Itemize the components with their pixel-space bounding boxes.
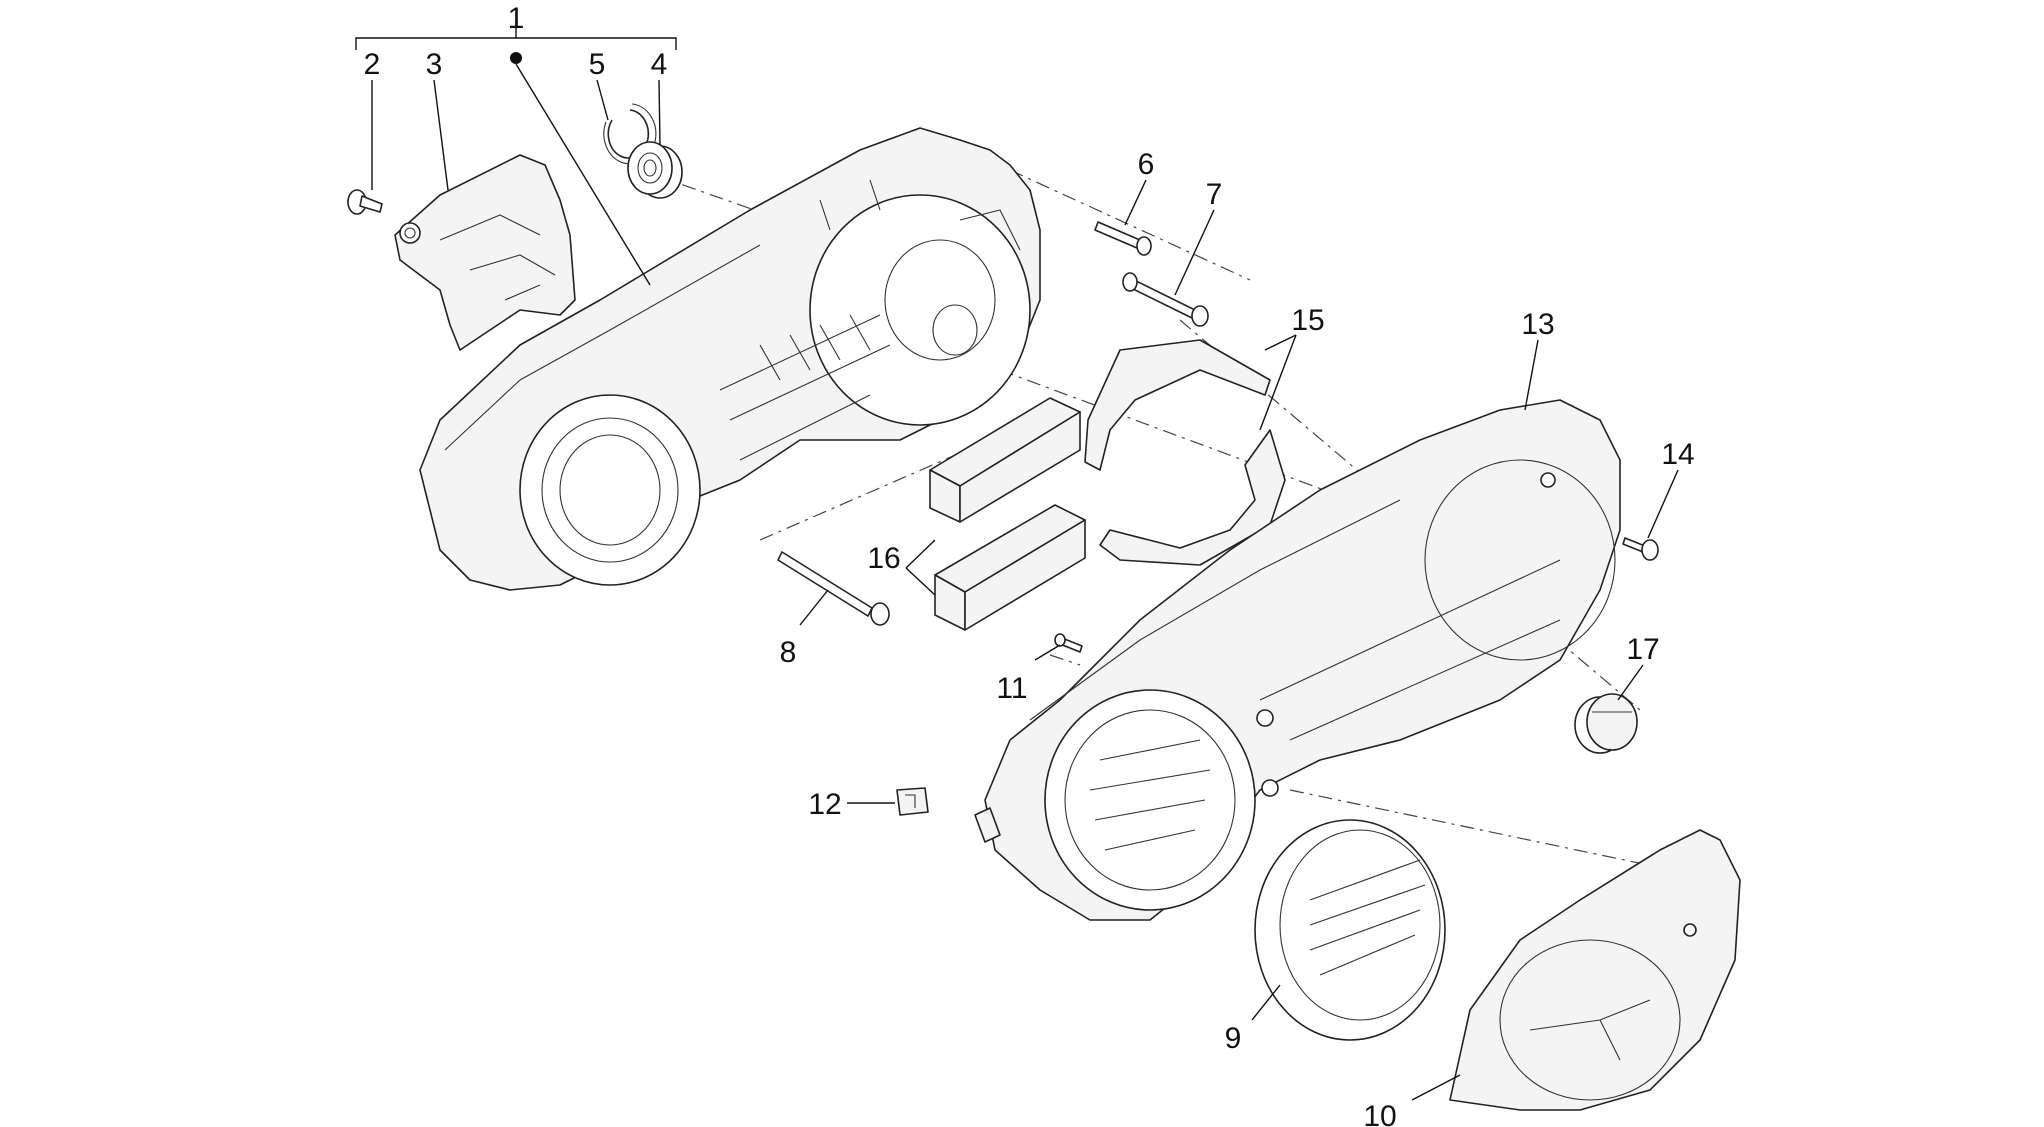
- cable-clip: [896, 787, 929, 816]
- callout-2: 2: [364, 48, 381, 81]
- screw-tiny: [1054, 633, 1083, 653]
- plug-cap: [1574, 693, 1638, 754]
- callout-3: 3: [426, 48, 443, 81]
- callout-17: 17: [1626, 633, 1659, 666]
- group-marker-dot: [510, 52, 522, 64]
- outer-trim-cover: [1449, 829, 1741, 1111]
- callout-15: 15: [1291, 304, 1324, 337]
- screw-small-left: [347, 189, 383, 215]
- callout-labels: 1 2 3 5 4 6 7 15 13 14 16 17 8 11 12 9 1…: [364, 2, 1695, 1127]
- bearing: [627, 141, 683, 199]
- callout-8: 8: [780, 636, 797, 669]
- callout-1: 1: [508, 2, 525, 35]
- outer-transmission-cover: [974, 399, 1621, 921]
- inner-transmission-cover: [419, 127, 1041, 591]
- half-ring-seals: [1084, 339, 1286, 566]
- callout-16: 16: [867, 542, 900, 575]
- callout-10: 10: [1363, 1100, 1396, 1127]
- callout-14: 14: [1661, 438, 1694, 471]
- callout-11: 11: [996, 672, 1027, 705]
- callout-9: 9: [1225, 1022, 1242, 1055]
- callout-4: 4: [651, 48, 668, 81]
- callout-12: 12: [808, 788, 841, 821]
- callout-6: 6: [1138, 148, 1155, 181]
- bolt-long-upper: [1122, 272, 1209, 327]
- foam-blocks: [929, 397, 1086, 631]
- callout-13: 13: [1521, 308, 1554, 341]
- bolt-long-lower: [777, 551, 890, 626]
- bolt-short: [1094, 221, 1152, 256]
- air-duct-bracket: [394, 154, 576, 351]
- grille-cover: [1254, 819, 1446, 1041]
- screw-small-right: [1622, 537, 1659, 561]
- callout-5: 5: [589, 48, 606, 81]
- callout-7: 7: [1206, 178, 1223, 211]
- leader-lines: [355, 20, 1679, 1101]
